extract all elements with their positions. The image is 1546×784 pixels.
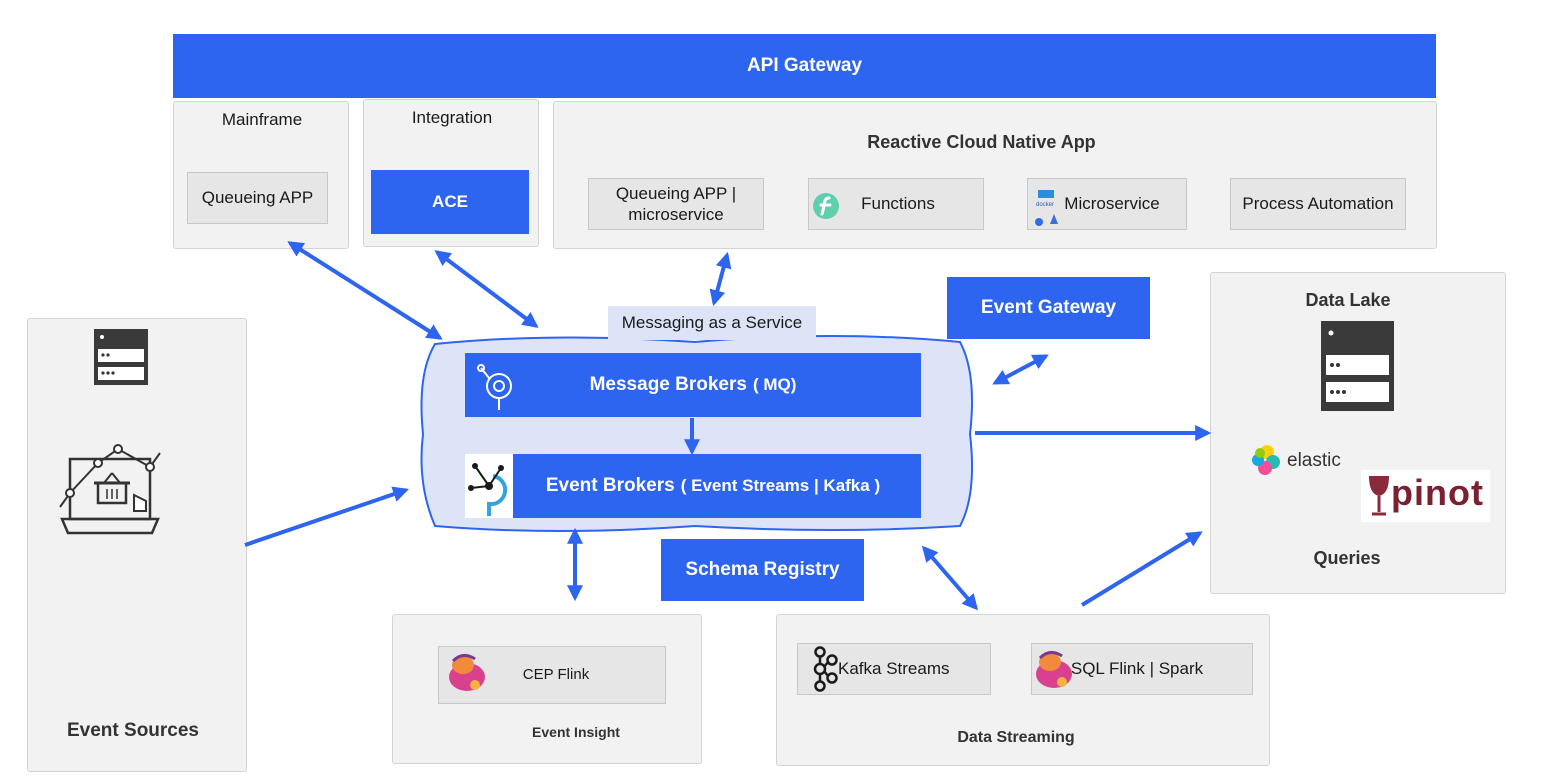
pinot-icon <box>1369 476 1389 516</box>
event-streams-icon <box>465 454 513 518</box>
sql-flink-label: SQL Flink | Spark <box>1070 659 1204 679</box>
kafka-icon <box>813 646 838 692</box>
process-automation-label: Process Automation <box>1242 194 1394 214</box>
pinot-logo: pinot <box>1361 470 1490 522</box>
queries-title: Queries <box>1313 548 1381 568</box>
event-insight-title: Event Insight <box>532 724 620 740</box>
reactive-title: Reactive Cloud Native App <box>867 132 1096 152</box>
event-sources-panel: Event Sources <box>27 318 247 772</box>
kafka-streams-label: Kafka Streams <box>838 659 950 679</box>
arrow-ace-messaging <box>434 250 539 328</box>
arrow-streaming-to-data-lake <box>1080 531 1203 607</box>
mainframe-title: Mainframe <box>221 110 303 129</box>
shopping-cart-laptop-icon <box>59 444 161 535</box>
fission-functions-icon <box>813 193 839 219</box>
reactive-queueing-app: Queueing APP | microservice <box>588 178 764 230</box>
event-gateway-label: Event Gateway <box>980 297 1117 318</box>
svg-text:docker: docker <box>1036 202 1054 208</box>
integration-panel: Integration ACE <box>363 99 539 247</box>
server-icon <box>94 329 148 385</box>
message-brokers-label: Message Brokers <box>589 374 747 395</box>
data-streaming-title: Data Streaming <box>957 729 1075 746</box>
reactive-queueing-app-label: Queueing APP | microservice <box>615 183 737 224</box>
mainframe-queueing-app: Queueing APP <box>187 172 328 224</box>
mainframe-panel: Mainframe Queueing APP <box>173 101 349 249</box>
data-lake-panel: Data Lake elastic pinot Queries <box>1210 272 1506 594</box>
data-streaming-panel: Kafka Streams SQL Flink | Spark Data Str… <box>776 614 1270 766</box>
mq-icon <box>477 364 512 410</box>
messaging-label-box: Messaging as a Service <box>608 306 816 340</box>
pinot-label: pinot <box>1391 472 1484 513</box>
elastic-label: elastic <box>1287 450 1341 471</box>
kubernetes-icon <box>1035 218 1043 226</box>
flink-icon <box>1036 651 1072 688</box>
api-gateway-label: API Gateway <box>746 55 863 76</box>
process-automation-box: Process Automation <box>1230 178 1406 230</box>
schema-registry: Schema Registry <box>661 539 864 601</box>
event-brokers: Event Brokers ( Event Streams | Kafka ) <box>465 454 921 518</box>
mainframe-queueing-app-label: Queueing APP <box>201 188 314 208</box>
cep-flink-label: CEP Flink <box>522 665 590 683</box>
elastic-icon <box>1252 445 1280 475</box>
event-brokers-label: Event Brokers <box>545 475 675 496</box>
microservice-label: Microservice <box>1064 194 1160 214</box>
data-lake-server-icon <box>1321 321 1394 411</box>
event-brokers-sub: ( Event Streams | Kafka ) <box>680 476 881 495</box>
arrow-mainframe-messaging <box>287 241 443 340</box>
api-gateway: API Gateway <box>173 34 1436 98</box>
message-brokers: Message Brokers ( MQ) <box>465 353 921 417</box>
cep-flink-box: CEP Flink <box>438 646 666 704</box>
sql-flink-box: SQL Flink | Spark <box>1031 643 1253 695</box>
arrow-event-gateway <box>992 354 1049 385</box>
message-brokers-sub: ( MQ) <box>752 375 797 394</box>
kafka-streams-box: Kafka Streams <box>797 643 991 695</box>
event-insight-panel: CEP Flink Event Insight <box>392 614 702 764</box>
integration-title: Integration <box>411 108 493 127</box>
arrow-event-sources <box>244 486 410 547</box>
arrow-data-streaming <box>921 545 979 611</box>
microservice-box: docker Microservice <box>1027 178 1187 230</box>
ace-label: ACE <box>432 192 468 211</box>
event-sources-title: Event Sources <box>67 720 199 741</box>
arrow-reactive-messaging <box>709 251 732 307</box>
docker-icon: docker <box>1035 190 1058 226</box>
ace-box: ACE <box>371 170 529 234</box>
messaging-label: Messaging as a Service <box>621 313 803 332</box>
event-gateway: Event Gateway <box>947 277 1150 339</box>
functions-box: Functions <box>808 178 984 230</box>
reactive-panel: Reactive Cloud Native App Queueing APP |… <box>553 101 1437 249</box>
schema-registry-label: Schema Registry <box>685 559 840 580</box>
flink-icon <box>449 654 485 691</box>
data-lake-title: Data Lake <box>1305 290 1391 310</box>
functions-label: Functions <box>861 194 935 214</box>
